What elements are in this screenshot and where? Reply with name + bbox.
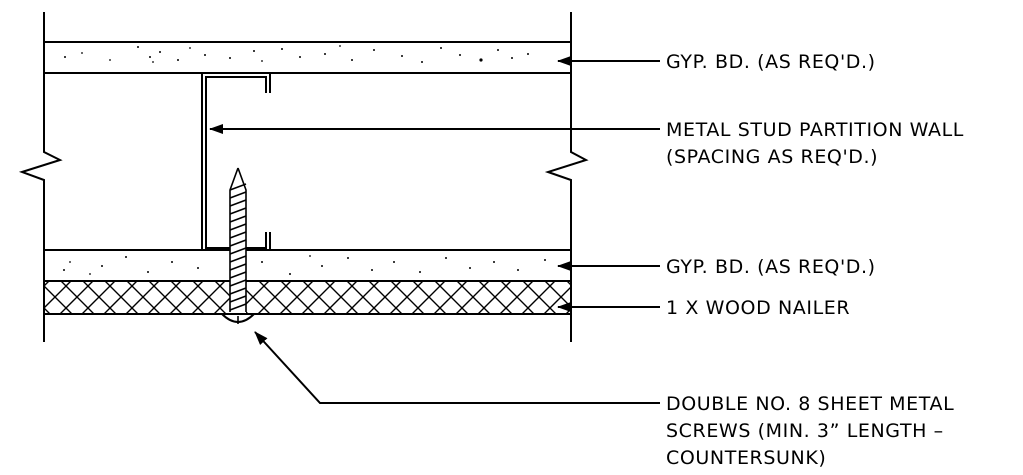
label-gyp-bottom: GYP. BD. (AS REQ'D.) [666,256,876,278]
label-screws-line2: SCREWS (MIN. 3” LENGTH – [666,420,944,442]
label-gyp-top: GYP. BD. (AS REQ'D.) [666,51,876,73]
top-gypsum-board [44,41,571,74]
bottom-gypsum-board [44,249,571,282]
leader-screws [254,331,660,404]
label-screws-line1: DOUBLE NO. 8 SHEET METAL [666,393,954,415]
label-screws-line3: COUNTERSUNK) [666,447,826,469]
sheet-metal-screw [219,167,257,324]
label-stud-line1: METAL STUD PARTITION WALL [666,119,964,141]
label-stud-line2: (SPACING AS REQ'D.) [666,146,878,168]
metal-stud [201,72,271,251]
wood-nailer [44,280,571,315]
label-wood-nailer: 1 X WOOD NAILER [666,297,850,319]
left-wall-break-line [18,12,63,342]
